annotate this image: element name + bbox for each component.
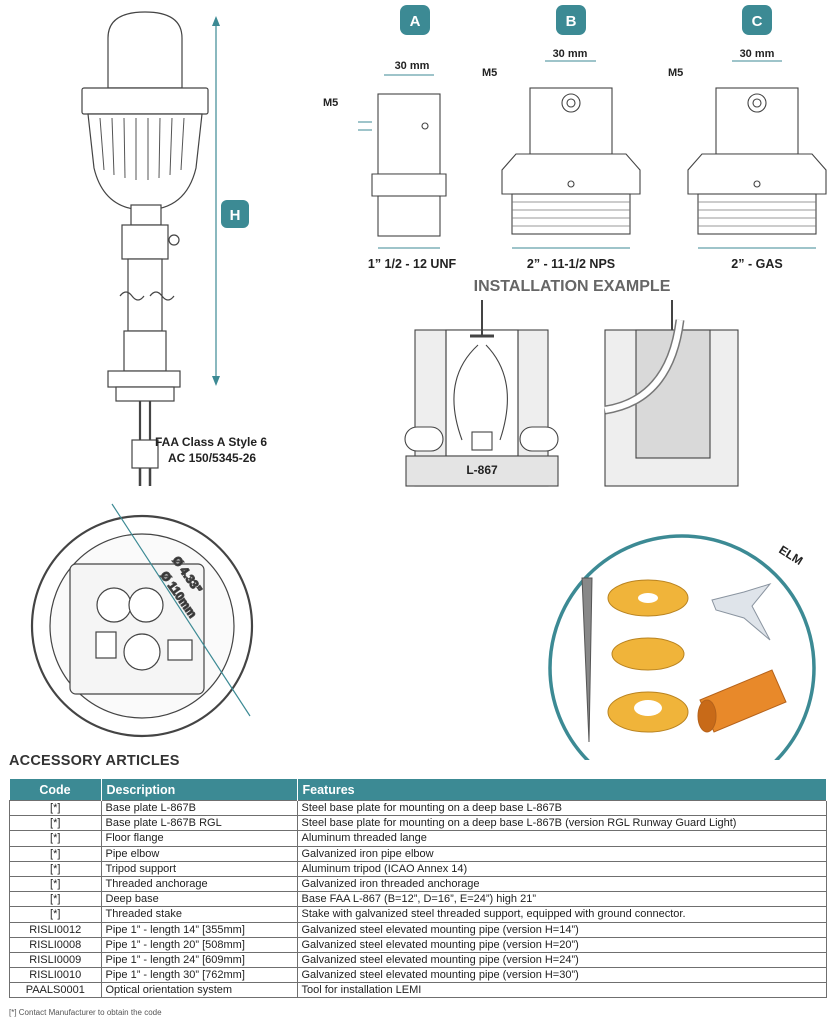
row-description: Pipe 1” - length 30” [762mm] xyxy=(100,967,298,984)
svg-text:30 mm: 30 mm xyxy=(740,48,775,60)
variant-b-drawing: B 30 mm M5 2” - 11-1/2 NPS xyxy=(482,5,641,271)
row-features: Galvanized iron pipe elbow xyxy=(296,845,827,862)
badge-h xyxy=(221,200,249,228)
row-description: Threaded stake xyxy=(100,906,298,923)
technical-drawings: H FAA Class A Style 6 AC 150/5345-26 A 3… xyxy=(30,5,827,760)
row-features: Steel base plate for mounting on a deep … xyxy=(296,815,827,832)
row-code: RISLI0009 xyxy=(9,951,102,969)
row-features: Aluminum threaded lange xyxy=(296,830,827,847)
installation-title: INSTALLATION EXAMPLE xyxy=(474,278,671,295)
table-row: RISLI0012 Pipe 1” - length 14” [355mm] G… xyxy=(9,921,827,938)
row-description: Pipe 1” - length 20” [508mm] xyxy=(100,936,298,953)
elm-accessories-panel: ELM xyxy=(548,534,816,760)
row-features: Tool for installation LEMI xyxy=(296,982,827,999)
table-row: [*] Threaded anchorage Galvanized iron t… xyxy=(9,875,827,893)
svg-text:2” - GAS: 2” - GAS xyxy=(731,257,782,271)
elm-label: ELM xyxy=(776,543,805,568)
lamp-side-view xyxy=(81,11,209,486)
row-code: [*] xyxy=(9,875,102,893)
row-features: Galvanized steel elevated mounting pipe … xyxy=(296,967,827,984)
table-row: [*] Tripod support Aluminum tripod (ICAO… xyxy=(9,860,827,877)
row-description: Floor flange xyxy=(100,830,298,847)
row-description: Threaded anchorage xyxy=(100,875,298,893)
row-code: [*] xyxy=(9,815,102,832)
accessory-title: ACCESSORY ARTICLES xyxy=(9,753,180,769)
row-features: Galvanized steel elevated mounting pipe … xyxy=(296,921,827,938)
table-row: [*] Floor flange Aluminum threaded lange xyxy=(9,830,827,847)
row-description: Pipe 1” - length 24” [609mm] xyxy=(100,951,298,969)
row-code: PAALS0001 xyxy=(9,982,102,999)
variant-c-drawing: C 30 mm M5 2” - GAS xyxy=(668,5,827,271)
table-row: [*] Base plate L-867B RGL Steel base pla… xyxy=(9,815,827,832)
svg-text:M5: M5 xyxy=(482,67,497,79)
svg-text:H: H xyxy=(230,207,241,224)
row-description: Base plate L-867B RGL xyxy=(100,815,298,832)
row-description: Deep base xyxy=(100,891,298,908)
svg-text:C: C xyxy=(752,13,763,30)
row-code: [*] xyxy=(9,891,102,908)
svg-text:2” - 11-1/2 NPS: 2” - 11-1/2 NPS xyxy=(527,257,615,271)
row-features: Galvanized iron threaded anchorage xyxy=(296,875,827,893)
svg-text:30 mm: 30 mm xyxy=(553,48,588,60)
variant-a-drawing: A 30 mm M5 1” 1/2 - 12 UNF xyxy=(323,5,456,271)
table-row: [*] Base plate L-867B Steel base plate f… xyxy=(9,799,827,817)
svg-text:1” 1/2 - 12 UNF: 1” 1/2 - 12 UNF xyxy=(368,257,457,271)
header-code: Code xyxy=(9,779,102,801)
row-features: Galvanized steel elevated mounting pipe … xyxy=(296,936,827,953)
table-row: [*] Threaded stake Stake with galvanized… xyxy=(9,906,827,923)
row-features: Galvanized steel elevated mounting pipe … xyxy=(296,951,827,969)
row-code: [*] xyxy=(9,860,102,877)
table-row: PAALS0001 Optical orientation system Too… xyxy=(9,982,827,999)
table-row: [*] Deep base Base FAA L-867 (B=12”, D=1… xyxy=(9,891,827,908)
row-description: Base plate L-867B xyxy=(100,799,298,817)
row-code: [*] xyxy=(9,830,102,847)
installation-deep-base: L-867 xyxy=(404,300,559,487)
installation-direct-burial xyxy=(604,300,739,487)
row-description: Optical orientation system xyxy=(100,982,298,999)
row-code: RISLI0012 xyxy=(9,921,102,938)
svg-text:30 mm: 30 mm xyxy=(395,60,430,72)
row-code: [*] xyxy=(9,799,102,817)
badge-a xyxy=(400,5,430,35)
row-code: [*] xyxy=(9,845,102,862)
row-description: Tripod support xyxy=(100,860,298,877)
svg-text:A: A xyxy=(410,13,421,30)
row-description: Pipe elbow xyxy=(100,845,298,862)
svg-text:B: B xyxy=(566,13,577,30)
table-header-row: Code Description Features xyxy=(9,779,827,801)
lamp-top-view: Ø 4.33” Ø 110mm xyxy=(30,503,254,738)
footnote: [*] Contact Manufacturer to obtain the c… xyxy=(9,1008,162,1017)
table-row: RISLI0009 Pipe 1” - length 24” [609mm] G… xyxy=(9,951,827,969)
header-description: Description xyxy=(101,779,298,801)
table-row: [*] Pipe elbow Galvanized iron pipe elbo… xyxy=(9,845,827,862)
row-features: Aluminum tripod (ICAO Annex 14) xyxy=(296,860,827,877)
badge-c xyxy=(742,5,772,35)
table-row: RISLI0010 Pipe 1” - length 30” [762mm] G… xyxy=(9,967,827,984)
table-row: RISLI0008 Pipe 1” - length 20” [508mm] G… xyxy=(9,936,827,953)
lamp-label-faa: FAA Class A Style 6 xyxy=(155,435,267,449)
svg-text:M5: M5 xyxy=(323,97,338,109)
accessory-table: Code Description Features [*] Base plate… xyxy=(9,779,827,999)
svg-text:M5: M5 xyxy=(668,67,683,79)
badge-b xyxy=(556,5,586,35)
row-code: RISLI0010 xyxy=(9,967,102,984)
row-features: Stake with galvanized steel threaded sup… xyxy=(296,906,827,923)
installation-base-label: L-867 xyxy=(466,463,498,477)
header-features: Features xyxy=(297,779,827,801)
row-code: [*] xyxy=(9,906,102,923)
lamp-label-ac: AC 150/5345-26 xyxy=(168,451,256,465)
row-features: Base FAA L-867 (B=12”, D=16”, E=24”) hig… xyxy=(296,891,827,908)
row-features: Steel base plate for mounting on a deep … xyxy=(296,799,827,817)
row-description: Pipe 1” - length 14” [355mm] xyxy=(100,921,298,938)
height-dimension: H xyxy=(212,16,249,386)
row-code: RISLI0008 xyxy=(9,936,102,953)
